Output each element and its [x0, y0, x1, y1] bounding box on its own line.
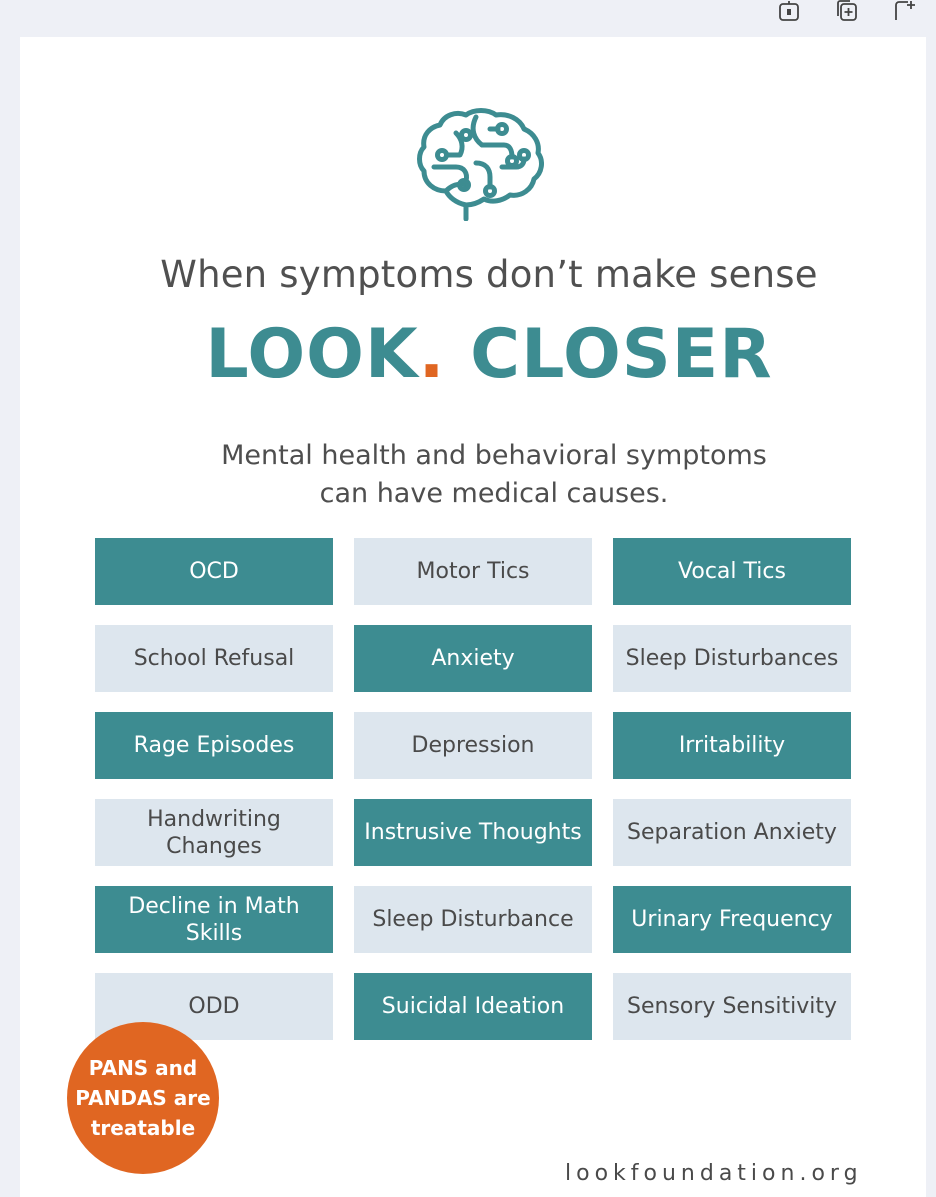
treatable-badge: PANS and PANDAS are treatable: [67, 1022, 219, 1174]
symptom-label: Depression: [411, 733, 535, 758]
badge-text: PANS and PANDAS are treatable: [75, 1056, 211, 1140]
symptom-tile: Sleep Disturbance: [354, 886, 592, 953]
symptom-tile: Vocal Tics: [613, 538, 851, 605]
symptom-label: Anxiety: [431, 646, 515, 671]
symptom-tile: School Refusal: [95, 625, 333, 692]
symptom-label: School Refusal: [133, 646, 295, 671]
symptom-grid: OCD Motor Tics Vocal Tics School Refusal…: [95, 538, 851, 1040]
symptom-label: Rage Episodes: [133, 733, 295, 758]
symptom-label: Sensory Sensitivity: [627, 994, 837, 1019]
symptom-tile: Sensory Sensitivity: [613, 973, 851, 1040]
brain-icon: [416, 107, 544, 222]
symptom-label: Instrusive Thoughts: [364, 820, 582, 845]
lead-line-1: Mental health and behavioral symptoms: [221, 440, 767, 471]
poster-card: When symptoms don’t make sense LOOK. CLO…: [20, 37, 926, 1197]
symptom-tile: Sleep Disturbances: [613, 625, 851, 692]
symptom-tile: Anxiety: [354, 625, 592, 692]
toolbar: [0, 0, 936, 36]
symptom-tile: Suicidal Ideation: [354, 973, 592, 1040]
lead-text: Mental health and behavioral symptoms ca…: [20, 437, 936, 513]
symptom-label: Suicidal Ideation: [381, 994, 565, 1019]
lead-line-2: can have medical causes.: [319, 478, 669, 509]
symptom-label: ODD: [188, 994, 240, 1019]
symptom-tile: Rage Episodes: [95, 712, 333, 779]
symptom-tile: Decline in Math Skills: [95, 886, 333, 953]
symptom-label: Decline in Math Skills: [128, 893, 300, 946]
headline-dot: .: [418, 315, 446, 394]
symptom-label: Motor Tics: [416, 559, 530, 584]
headline-word-closer: CLOSER: [445, 315, 773, 394]
symptom-tile: Handwriting Changes: [95, 799, 333, 866]
symptom-tile: Separation Anxiety: [613, 799, 851, 866]
duplicate-icon[interactable]: [836, 0, 858, 22]
symptom-label: OCD: [189, 559, 239, 584]
footer-url: lookfoundation.org: [565, 1161, 863, 1186]
add-page-icon[interactable]: [894, 0, 916, 22]
headline-word-look: LOOK: [205, 315, 419, 394]
symptom-label: Separation Anxiety: [627, 820, 837, 845]
symptom-tile: OCD: [95, 538, 333, 605]
poster-subtitle: When symptoms don’t make sense: [160, 253, 818, 296]
symptom-label: Sleep Disturbances: [625, 646, 839, 671]
symptom-label: Vocal Tics: [678, 559, 786, 584]
symptom-tile: Motor Tics: [354, 538, 592, 605]
symptom-label: Urinary Frequency: [631, 907, 833, 932]
symptom-label: Sleep Disturbance: [372, 907, 574, 932]
lock-icon[interactable]: [778, 0, 800, 22]
symptom-tile: Irritability: [613, 712, 851, 779]
symptom-label: Irritability: [678, 733, 786, 758]
symptom-tile: Urinary Frequency: [613, 886, 851, 953]
symptom-tile: Depression: [354, 712, 592, 779]
symptom-tile: Instrusive Thoughts: [354, 799, 592, 866]
symptom-label: Handwriting Changes: [147, 806, 281, 859]
poster-headline: LOOK. CLOSER: [20, 315, 936, 394]
